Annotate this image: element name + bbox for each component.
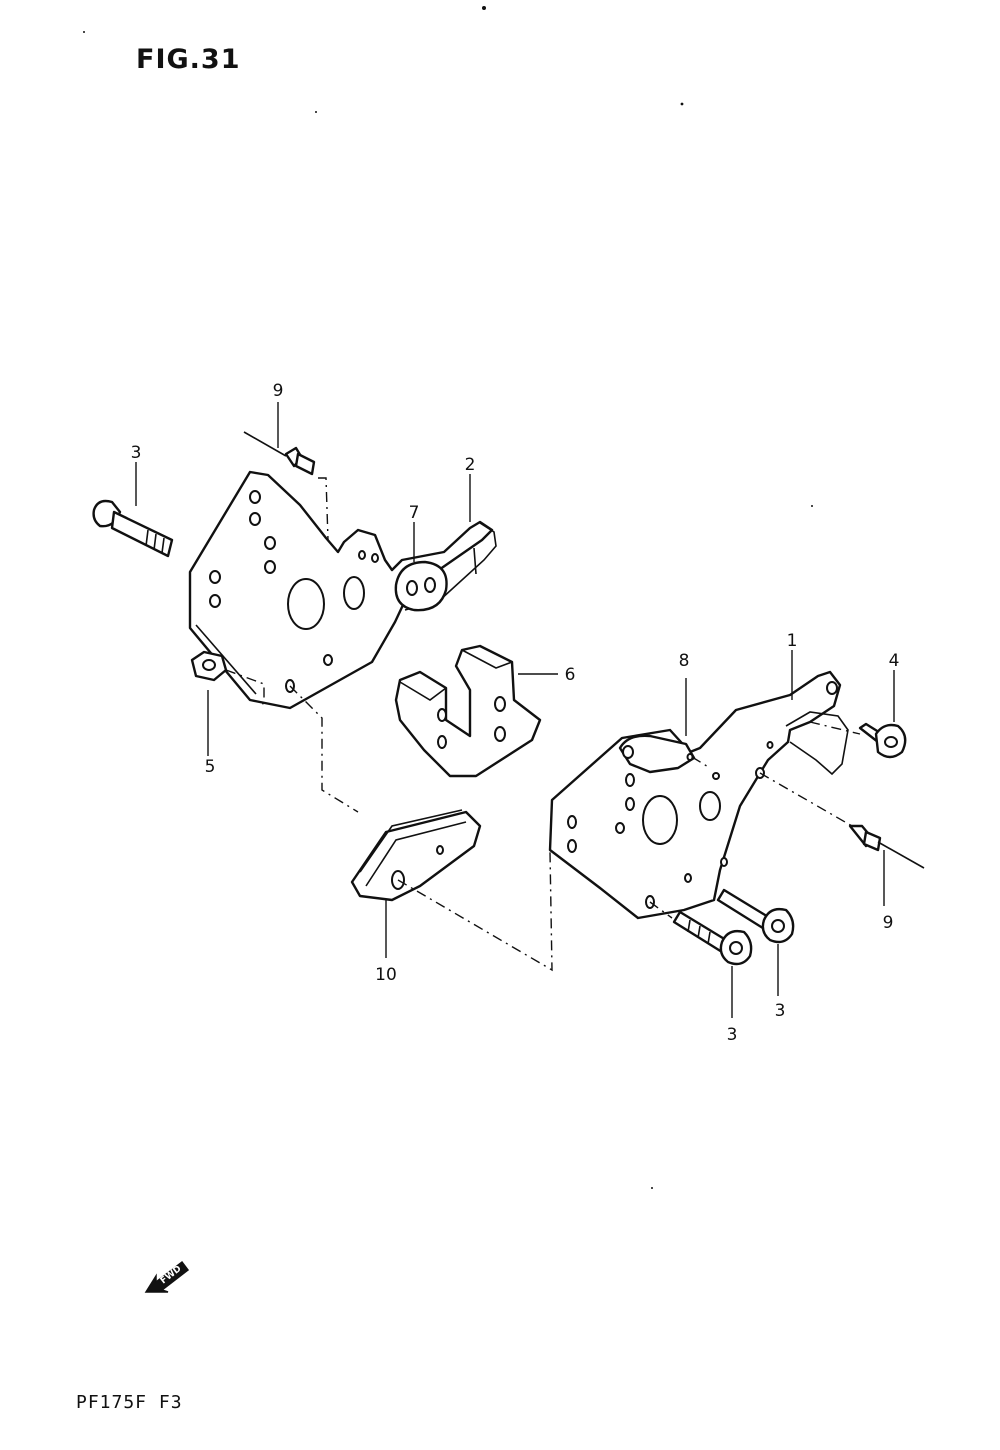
- spacer-bracket-part-6[interactable]: [394, 644, 542, 778]
- callout-3-upper-left: 3: [131, 443, 142, 463]
- damper-block-part-10[interactable]: [350, 809, 482, 902]
- callout-5: 5: [205, 757, 216, 777]
- callout-9-lower: 9: [883, 913, 894, 933]
- callout-6: 6: [565, 665, 576, 685]
- grommet-part-7[interactable]: [394, 560, 448, 612]
- nut-part-5[interactable]: [190, 650, 228, 682]
- bolt-part-4[interactable]: [858, 722, 907, 759]
- callout-1: 1: [787, 631, 798, 651]
- callout-3-lower-right: 3: [775, 1001, 786, 1021]
- callout-2: 2: [465, 455, 476, 475]
- callout-9-upper: 9: [273, 381, 284, 401]
- fwd-arrow-icon: FWD: [144, 1260, 190, 1293]
- figure-title: FIG.31: [136, 44, 241, 75]
- rivet-upper-part-9[interactable]: [243, 431, 316, 476]
- callout-7: 7: [409, 503, 420, 523]
- callout-8: 8: [679, 651, 690, 671]
- rivet-lower-part-9[interactable]: [848, 824, 925, 869]
- callout-3-lower: 3: [727, 1025, 738, 1045]
- callout-10: 10: [375, 965, 397, 985]
- callout-4: 4: [889, 651, 900, 671]
- bolt-lower-right-part-3-b[interactable]: [672, 910, 753, 966]
- bolt-lower-right-part-3-a[interactable]: [716, 888, 795, 944]
- left-plate-part-2[interactable]: [188, 470, 497, 710]
- bolt-upper-left-part-3[interactable]: [92, 499, 174, 558]
- footer-model-code: PF175F F3: [76, 1392, 183, 1413]
- right-plate-part-1[interactable]: [548, 670, 849, 920]
